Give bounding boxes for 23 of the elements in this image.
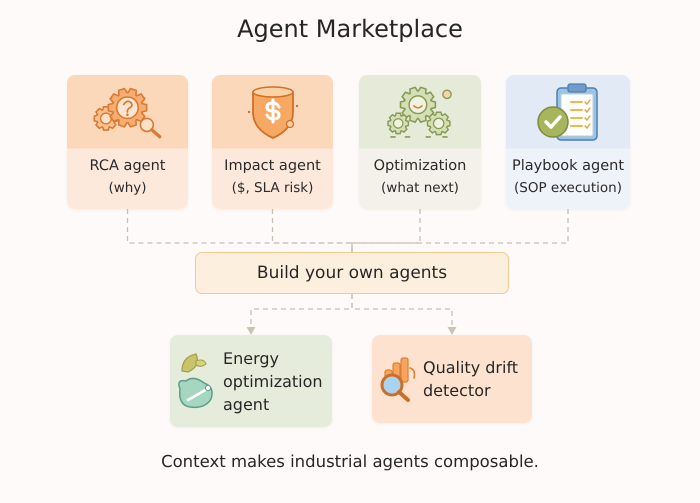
card-title: Playbook agent [512,156,624,176]
card-subtitle: (what next) [381,178,459,197]
card-title: Impact agent [224,156,321,176]
card-title: Optimization [374,156,466,176]
agent-card [372,335,532,423]
card-subtitle: (why) [108,178,147,197]
card-title: Energy optimization agent [223,348,324,416]
agent-card [212,75,333,209]
caption: Context makes industrial agents composable. [161,451,539,473]
card-title: RCA agent [90,156,166,176]
diagram-title: Agent Marketplace [237,14,463,44]
card-subtitle: ($, SLA risk) [232,178,314,197]
dashed-arrow [351,294,456,335]
card-subtitle: (SOP execution) [514,178,622,197]
dashed-connector [351,209,569,252]
agent-card [506,75,630,209]
agent-card [170,335,332,427]
card-title: Quality drift detector [423,357,520,402]
process-box [195,252,509,294]
agent-card [359,75,481,209]
box-label: Build your own agents [256,262,448,284]
dashed-connector [351,209,421,252]
agent-card [67,75,188,209]
